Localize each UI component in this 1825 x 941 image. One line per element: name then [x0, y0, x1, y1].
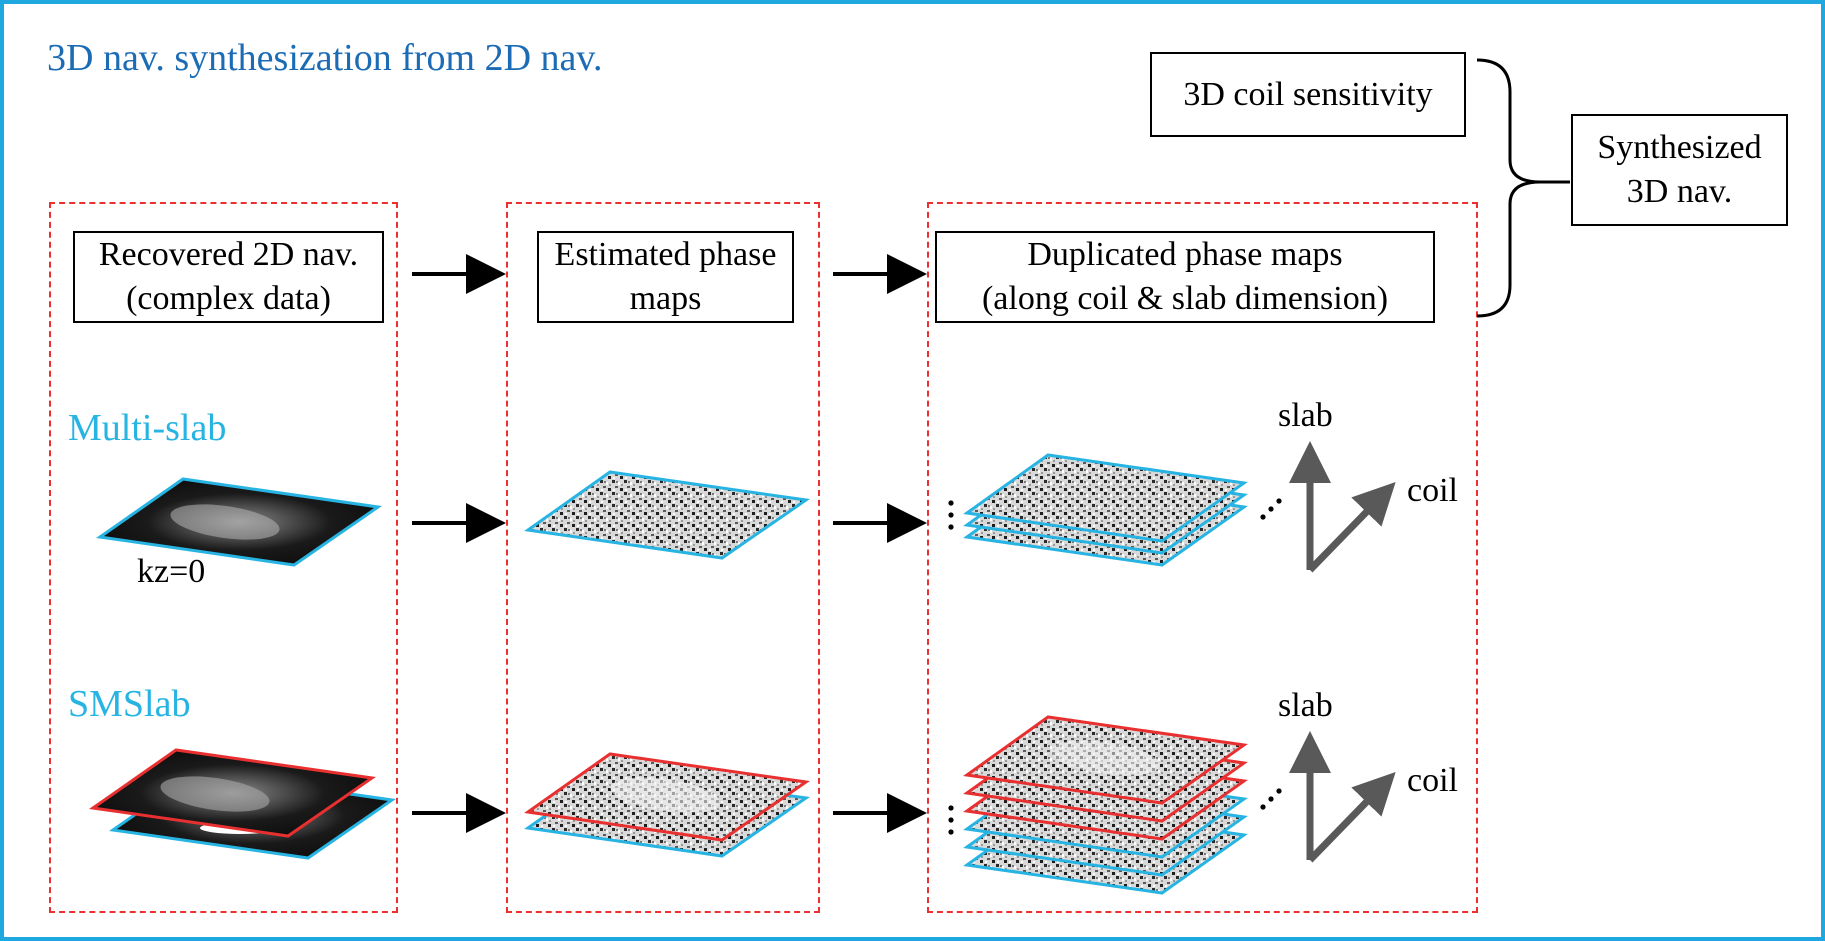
- coil-sensitivity-box: 3D coil sensitivity: [1150, 52, 1466, 137]
- smslab-duplicated-stack: [963, 715, 1248, 895]
- smslab-phase-maps: [524, 752, 811, 858]
- smslab-vertical-ellipsis: [948, 805, 954, 835]
- coil-sensitivity-label: 3D coil sensitivity: [1183, 75, 1433, 113]
- group-phase-estimation: [506, 202, 820, 913]
- slab-axis-label-upper: slab: [1278, 397, 1333, 434]
- recovered-box-line1: Recovered 2D nav.: [98, 236, 359, 274]
- group-duplication: [927, 202, 1478, 913]
- recovered-2d-nav-box: Recovered 2D nav. (complex data): [73, 231, 384, 323]
- recovered-box-line2: (complex data): [126, 280, 331, 317]
- duplicated-box-line2: (along coil & slab dimension): [981, 280, 1389, 317]
- synthesized-box-line2: 3D nav.: [1626, 173, 1733, 210]
- coil-axis-label-upper: coil: [1407, 472, 1458, 509]
- estimated-box-line2: maps: [629, 280, 702, 317]
- coil-axis-label-lower: coil: [1407, 762, 1458, 799]
- smslab-recovered-slices: [89, 748, 397, 860]
- duplicated-phase-maps-box: Duplicated phase maps (along coil & slab…: [935, 231, 1435, 323]
- multislab-axes: [1289, 441, 1396, 573]
- smslab-label: SMSlab: [68, 683, 191, 725]
- smslab-axes: [1289, 731, 1396, 863]
- slab-axis-label-lower: slab: [1278, 687, 1333, 724]
- multislab-duplicated-stack: [963, 453, 1248, 567]
- kz-label: kz=0: [137, 553, 206, 590]
- duplicated-box-line1: Duplicated phase maps: [1027, 236, 1343, 274]
- estimated-box-line1: Estimated phase: [554, 236, 777, 274]
- multislab-vertical-ellipsis: [948, 500, 954, 530]
- merge-brace: [1476, 58, 1541, 318]
- synthesized-box-line1: Synthesized: [1597, 129, 1762, 167]
- multislab-label: Multi-slab: [68, 407, 227, 449]
- synthesized-3d-nav-box: Synthesized 3D nav.: [1571, 114, 1788, 226]
- smslab-diagonal-ellipsis: [1260, 788, 1282, 810]
- multislab-phase-map: [524, 470, 811, 560]
- estimated-phase-maps-box: Estimated phase maps: [537, 231, 794, 323]
- diagram-title: 3D nav. synthesization from 2D nav.: [47, 37, 603, 79]
- group-input: [49, 202, 398, 913]
- multislab-recovered-slice: [96, 477, 383, 567]
- multislab-diagonal-ellipsis: [1260, 498, 1282, 520]
